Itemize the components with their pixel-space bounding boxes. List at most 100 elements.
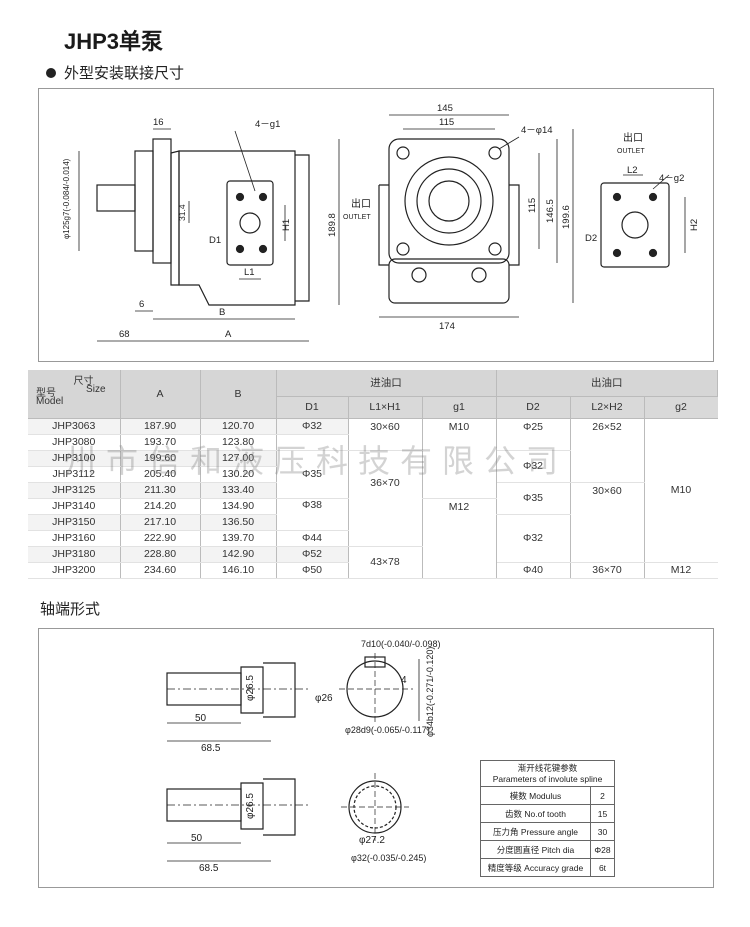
cell-d1: Φ32 [276, 418, 349, 435]
dim-H1: H1 [281, 219, 292, 231]
col-A-header: A [120, 370, 201, 419]
cell-model: JHP3063 [28, 418, 121, 435]
cell-l2h2: 36×70 [570, 562, 645, 579]
cell-a: 217.10 [120, 514, 201, 531]
param-key: 齿数 No.of tooth [480, 804, 591, 823]
param-key: 模数 Modulus [480, 786, 591, 805]
param-key: 分度圆直径 Pitch dia [480, 840, 591, 859]
col-D2-header: D2 [496, 396, 571, 419]
dim-189-8: 189.8 [327, 213, 338, 237]
spline-shaft-flange [263, 778, 296, 836]
cell-g2: M12 [644, 562, 718, 579]
dim-68: 68 [119, 329, 130, 340]
page-title: JHP3单泵 [64, 29, 164, 54]
outlet-port-label-cn: 出口 [623, 131, 643, 144]
outlet-port-flange [600, 182, 670, 268]
cell-l1h1: 43×78 [348, 546, 423, 579]
cell-model: JHP3180 [28, 546, 121, 563]
dim-D2: D2 [585, 233, 597, 244]
dim-H2: H2 [689, 219, 700, 231]
cell-b: 130.20 [200, 466, 277, 483]
size-cn: 尺寸 [73, 376, 94, 387]
outlet-label-cn: 出口 [351, 197, 371, 210]
mount-hole-icon [488, 242, 502, 256]
pump-body [178, 150, 296, 306]
dim-115: 115 [439, 117, 454, 128]
key-dim-28d9: φ28d9(-0.065/-0.117) [345, 725, 430, 735]
key-dim-34b12: φ34b12(-0.271/-0.120) [425, 647, 435, 737]
table-row: 齿数 No.of tooth 15 [480, 804, 615, 823]
table-row: 压力角 Pressure angle 30 [480, 822, 615, 841]
cell-b: 136.50 [200, 514, 277, 531]
cell-d1: Φ35 [276, 450, 349, 499]
dim-4-g2: 4－g2 [659, 173, 684, 184]
table-corner-header: 尺寸 Size 型号 Model [28, 370, 121, 419]
key-dim-50: 50 [195, 713, 207, 724]
cell-d2: Φ32 [496, 450, 571, 483]
pump-shaft [96, 184, 136, 212]
dim-4-phi14: 4－φ14 [521, 125, 553, 136]
table-row: JHP3140 214.20 134.90 Φ38 M12 [28, 498, 718, 579]
cell-d1: Φ52 [276, 546, 349, 563]
param-key: 精度等级 Accuracy grade [480, 858, 591, 877]
table-row: JHP3063 187.90 120.70 Φ32 30×60 M10 Φ25 … [28, 418, 718, 563]
front-flange [388, 138, 510, 264]
size-en: Size [86, 384, 106, 395]
cell-b: 146.10 [200, 562, 277, 579]
table-row: 精度等级 Accuracy grade 6t [480, 858, 615, 877]
bullet-icon [46, 67, 56, 78]
front-rear-cover [388, 258, 510, 304]
front-boss-inner [428, 180, 470, 222]
shaft-section-title: 轴端形式 [40, 601, 101, 618]
spline-params-title: 渐开线花键参数 Parameters of involute spline [480, 760, 615, 787]
dim-shaft-dia: φ125g7(-0.084/-0.014) [62, 158, 71, 239]
dim-31-4: 31.4 [177, 204, 187, 221]
pump-rear-cover [295, 154, 310, 302]
dim-L2: L2 [627, 165, 638, 176]
params-title-en: Parameters of involute spline [492, 773, 603, 784]
outlet-port-label-en: OUTLET [617, 148, 645, 155]
cell-a: 228.80 [120, 546, 201, 563]
inlet-header: 进油口 [276, 370, 497, 397]
spline-dim-32: φ32(-0.035/-0.245) [351, 853, 426, 863]
cell-b: 134.90 [200, 498, 277, 515]
cell-g1: M10 [422, 418, 497, 499]
dim-115-vertical: 115 [527, 198, 538, 213]
col-L2H2-header: L2×H2 [570, 396, 645, 419]
cell-d1: Φ38 [276, 498, 349, 531]
mount-hole-icon [396, 242, 410, 256]
mount-hole-icon [411, 267, 427, 283]
bolt-hole-icon [648, 248, 658, 258]
key-dim-68-5: 68.5 [201, 743, 221, 754]
mount-hole-icon [471, 267, 487, 283]
table-row: JHP3080 193.70 123.80 [28, 434, 718, 451]
cell-b: 120.70 [200, 418, 277, 435]
col-D1-header: D1 [276, 396, 349, 419]
param-value: 30 [590, 822, 615, 841]
cell-d2: Φ32 [496, 514, 571, 563]
installation-drawing-panel: 16 4－g1 φ125g7(-0.084/-0.014) 31.4 H1 D1… [38, 88, 714, 362]
cell-a: 193.70 [120, 434, 201, 451]
dim-146-5: 146.5 [545, 199, 556, 223]
cell-model: JHP3160 [28, 530, 121, 547]
pump-flange [134, 150, 154, 252]
table-row: JHP3100 199.60 127.00 Φ35 36×70 Φ32 [28, 450, 718, 547]
dim-A: A [225, 329, 232, 340]
cell-b: 127.00 [200, 450, 277, 467]
dim-145: 145 [437, 103, 453, 114]
col-L1H1-header: L1×H1 [348, 396, 423, 419]
spline-dim-68-5: 68.5 [199, 863, 219, 874]
cell-b: 139.70 [200, 530, 277, 547]
key-dim-7d10: 7d10(-0.040/-0.098) [361, 639, 441, 649]
spline-dim-50: 50 [191, 833, 203, 844]
key-dim-26: φ26 [315, 693, 333, 704]
keyed-shaft-shoulder [240, 666, 264, 714]
spec-table: 尺寸 Size 型号 Model A B 进油口 出油口 D1 L1×H1 g1… [28, 370, 718, 579]
dim-D1: D1 [209, 235, 221, 246]
param-value: 6t [590, 858, 615, 877]
mount-hole-icon [488, 146, 502, 160]
cell-model: JHP3150 [28, 514, 121, 531]
bolt-hole-icon [612, 192, 622, 202]
cell-l1h1: 30×60 [348, 418, 423, 451]
cell-model: JHP3080 [28, 434, 121, 451]
